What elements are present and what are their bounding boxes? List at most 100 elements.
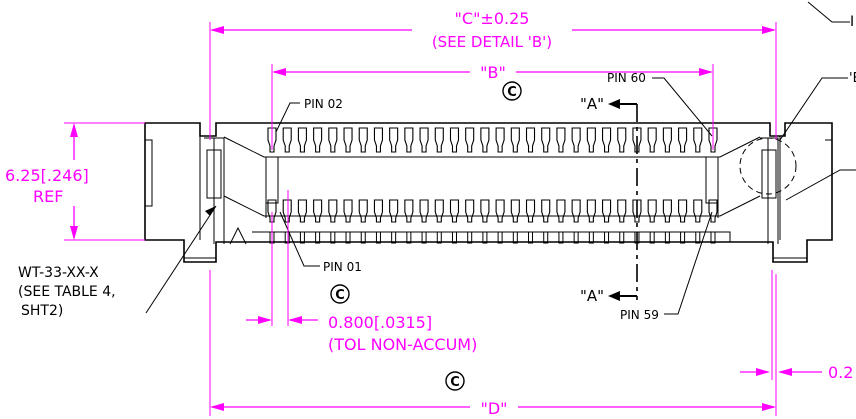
svg-text:C: C (450, 375, 460, 390)
section-arrow-icon (608, 99, 620, 109)
pin60-label: PIN 60 (607, 71, 646, 85)
contact-top (389, 127, 399, 153)
contact-tail (315, 232, 321, 244)
contact-bottom (556, 199, 566, 223)
contact-top (556, 127, 566, 153)
pin60-leader (652, 77, 713, 137)
section-arrow-icon (608, 291, 620, 301)
contact-top (586, 127, 596, 153)
contact-bottom (586, 199, 596, 223)
dimension-pitch-value: 0.800[.0315] (328, 313, 432, 332)
dimension-b-label: "B" (480, 63, 506, 82)
contact-tail (528, 232, 534, 244)
contact-tail (467, 232, 473, 244)
contact-bottom (434, 199, 444, 223)
dimension-b (271, 64, 714, 150)
contact-top (678, 127, 688, 153)
contact-tail (421, 232, 427, 244)
contact-top (602, 127, 612, 153)
contact-tail (664, 232, 670, 244)
contact-bottom (525, 199, 536, 223)
contact-tail (558, 232, 564, 244)
contact-top (434, 127, 444, 153)
pin-row-top (267, 127, 718, 153)
contact-bottom (647, 199, 657, 223)
contact-top (328, 127, 338, 153)
dimension-height (64, 122, 145, 241)
contact-bottom (358, 199, 368, 223)
contact-tail (299, 232, 305, 244)
detail-b-label: 'B (849, 71, 856, 86)
contact-top (525, 127, 536, 153)
part-number-line3: SHT2) (21, 303, 63, 319)
contact-bottom (373, 199, 383, 223)
detail-circle-icon (739, 137, 797, 195)
dimension-pitch (246, 190, 318, 326)
contact-top (465, 127, 475, 153)
contact-bottom (662, 199, 672, 223)
section-a-bottom-label: "A" (580, 287, 604, 305)
critical-dimension-icon: C (330, 284, 350, 304)
pin59-leader (664, 211, 713, 315)
dimension-d-label: "D" (480, 399, 507, 418)
contact-top (297, 127, 307, 153)
contact-bottom (419, 199, 429, 223)
contact-tail (710, 232, 716, 244)
contact-bottom (465, 199, 475, 223)
part-number-line2: (SEE TABLE 4, (18, 284, 116, 300)
contact-bottom (602, 199, 612, 223)
contact-tail (391, 232, 397, 244)
contact-tail (604, 232, 610, 244)
contact-tail (451, 232, 457, 244)
contact-bottom (404, 199, 414, 223)
contact-top (419, 127, 429, 153)
contact-tail (360, 232, 366, 244)
contact-bottom (297, 199, 307, 223)
contact-top (358, 127, 368, 153)
detail-b-leader (779, 77, 848, 141)
dimension-right-cut (740, 270, 822, 380)
dimension-height-value: 6.25[.246] (5, 166, 89, 185)
contact-tail (345, 232, 351, 244)
pin01-label: PIN 01 (323, 260, 362, 274)
contact-top (282, 127, 292, 153)
dimension-c (209, 22, 777, 140)
contact-bottom (282, 199, 292, 223)
contact-top (541, 127, 551, 153)
part-number-line1: WT-33-XX-X (18, 265, 99, 281)
contact-bottom (510, 199, 520, 223)
contact-bottom (313, 199, 323, 223)
contact-bottom (480, 199, 490, 223)
contact-bottom (617, 199, 627, 223)
contact-tail (436, 232, 442, 244)
contact-tail (680, 232, 686, 244)
contact-tail (695, 232, 701, 244)
contact-tail (588, 232, 594, 244)
contact-tail (330, 232, 336, 244)
contact-top (480, 127, 490, 153)
dimension-c-label: "C"±0.25 (455, 9, 530, 28)
contact-bottom (389, 199, 399, 223)
contact-tail (497, 232, 503, 244)
contact-top (495, 127, 505, 153)
contact-bottom (449, 199, 460, 223)
contact-top (404, 127, 414, 153)
contact-bottom (708, 199, 718, 223)
dimension-d (209, 270, 777, 416)
contact-tail (375, 232, 381, 244)
contact-tail (573, 232, 579, 244)
contact-tail (482, 232, 488, 244)
contact-tail (619, 232, 625, 244)
contact-tail (512, 232, 518, 244)
contact-tail (649, 232, 655, 244)
pin02-label: PIN 02 (304, 97, 343, 111)
contact-bottom (632, 199, 642, 223)
contact-top (632, 127, 642, 153)
svg-text:C: C (507, 85, 517, 100)
pin-row-bottom (267, 199, 718, 223)
contact-top (373, 127, 383, 153)
contact-tail (406, 232, 412, 244)
contact-bottom (678, 199, 688, 223)
contact-top (708, 127, 718, 153)
